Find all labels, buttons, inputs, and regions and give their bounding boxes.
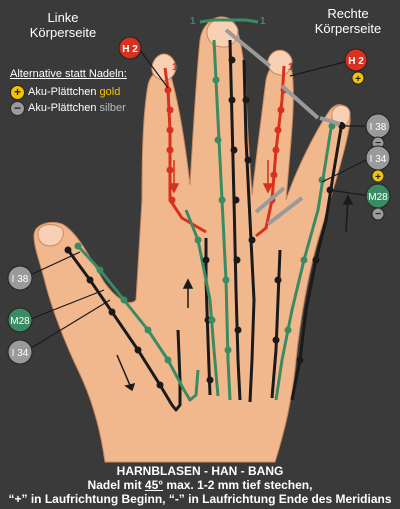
svg-text:−: − <box>375 209 381 220</box>
marker-one-top-right: 1 <box>260 16 266 27</box>
meridian-green-top <box>199 18 259 24</box>
label-pointers <box>27 49 371 351</box>
legend-silver-row: − Aku-Plättchen silber <box>10 100 127 116</box>
plus-gold-right: + <box>351 71 365 85</box>
marker-one-index: 1 <box>172 62 178 73</box>
legend-title: Alternative statt Nadeln: <box>10 68 127 80</box>
legend-gold-prefix: Aku-Plättchen <box>28 86 100 98</box>
middle-nail <box>206 18 239 48</box>
footer-line2-a: Nadel mit <box>87 478 145 492</box>
svg-text:I 38: I 38 <box>12 274 29 285</box>
plus-gold-right-b: + <box>371 169 385 183</box>
legend-silver-word: silber <box>99 102 126 114</box>
svg-text:I 34: I 34 <box>370 154 387 165</box>
points-red-index <box>164 86 176 204</box>
needles <box>224 28 341 226</box>
points-green <box>74 76 336 364</box>
footer-line2: Nadel mit 45° max. 1-2 mm tief stechen, <box>0 478 400 492</box>
meridian-green-index <box>184 209 220 397</box>
right-heading-line2: Körperseite <box>314 21 382 36</box>
svg-text:H 2: H 2 <box>122 44 138 55</box>
minus-right-c: − <box>371 207 385 221</box>
minus-icon: − <box>10 100 25 116</box>
i38-left-badge: I 38 <box>7 265 33 291</box>
direction-arrows <box>116 194 354 392</box>
h2-left-badge: H 2 <box>118 36 142 60</box>
legend: Alternative statt Nadeln: + Aku-Plättche… <box>10 66 127 116</box>
svg-text:H 2: H 2 <box>348 56 364 67</box>
meridian-black-middle-a <box>228 39 242 401</box>
m28-right-badge: M28 <box>365 183 391 209</box>
right-heading-line1: Rechte <box>327 6 369 21</box>
footer-line1: HARNBLASEN - HAN - BANG <box>116 464 284 478</box>
footer-angle: 45° <box>144 478 164 492</box>
left-heading-line2: Körperseite <box>29 25 97 40</box>
legend-silver-text: Aku-Plättchen silber <box>28 100 126 116</box>
h2-right-badge: H 2 <box>344 48 368 72</box>
meridian-black-ring <box>270 249 282 399</box>
marker-one-ring: 1 <box>288 62 294 73</box>
meridian-green-middle <box>212 39 232 401</box>
svg-text:M28: M28 <box>10 316 30 327</box>
i34-right-badge: I 34 <box>365 145 391 171</box>
svg-text:M28: M28 <box>368 192 388 203</box>
legend-gold-row: + Aku-Plättchen gold <box>10 84 127 100</box>
svg-text:I 38: I 38 <box>370 122 387 133</box>
marker-one-top-left: 1 <box>190 16 196 27</box>
legend-gold-text: Aku-Plättchen gold <box>28 84 120 100</box>
svg-text:+: + <box>375 172 381 183</box>
meridian-black-middle-b <box>242 59 256 403</box>
plus-icon: + <box>10 84 25 100</box>
m28-left-badge: M28 <box>7 307 33 333</box>
left-heading-line1: Linke <box>47 10 79 25</box>
thumb-nail <box>37 224 64 247</box>
footer-caption: HARNBLASEN - HAN - BANG Nadel mit 45° ma… <box>0 464 400 506</box>
direction-arrows-red <box>168 160 274 194</box>
ring-nail <box>267 49 293 76</box>
right-side-heading: Rechte Körperseite <box>300 6 396 36</box>
i34-left-badge: I 34 <box>7 339 33 365</box>
svg-text:I 34: I 34 <box>12 348 29 359</box>
i38-right-badge: I 38 <box>365 113 391 139</box>
meridian-black-thumb <box>66 249 182 412</box>
legend-gold-word: gold <box>99 86 121 98</box>
svg-text:+: + <box>355 74 361 85</box>
left-side-heading: Linke Körperseite <box>18 10 108 40</box>
footer-line3: “+” in Laufrichtung Beginn, “-” in Laufr… <box>8 492 392 506</box>
footer-line2-b: max. 1-2 mm tief stechen, <box>163 478 313 492</box>
legend-silver-prefix: Aku-Plättchen <box>28 102 100 114</box>
svg-text:−: − <box>375 138 381 149</box>
